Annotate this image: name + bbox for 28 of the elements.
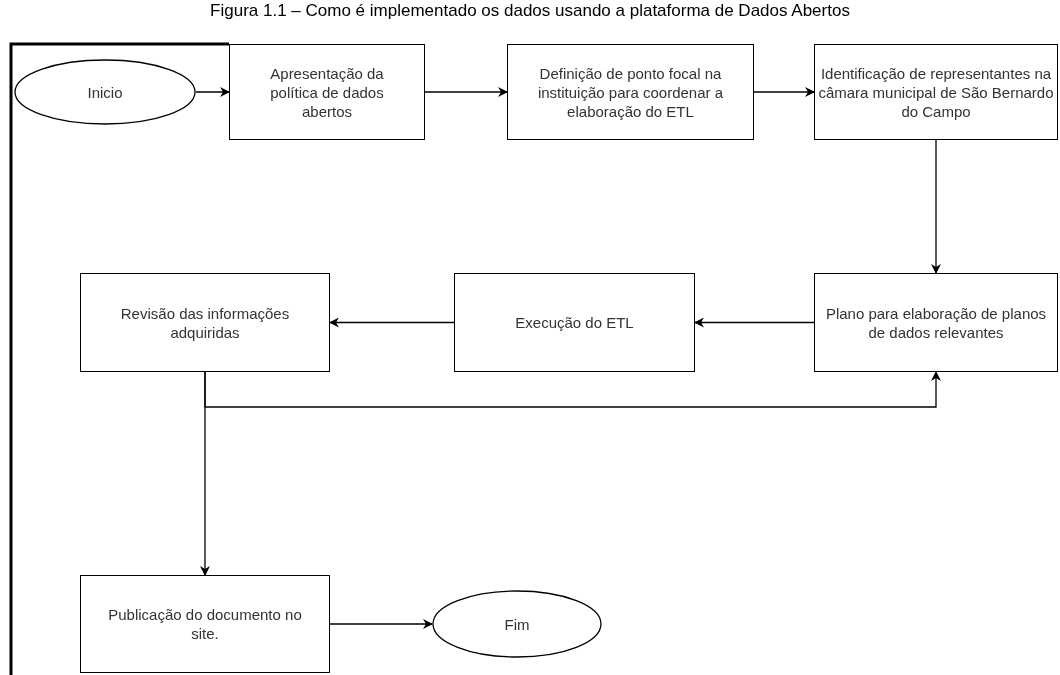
arrow (931, 139, 941, 274)
node-text: Execução do ETL (515, 313, 634, 332)
node-text: Publicação do documento no site. (107, 605, 303, 643)
process-box (507, 44, 754, 140)
node-text: Revisão das informações adquiridas (119, 303, 291, 342)
terminal-ellipse (432, 590, 602, 658)
process-box (454, 273, 695, 372)
arrow (200, 371, 210, 576)
process-box (80, 273, 330, 372)
arrow (329, 619, 433, 629)
node-text: Identificação de representantes na câmara municipal de São Bernardo do Campo (817, 63, 1055, 121)
arrow (329, 317, 455, 328)
process-box (814, 44, 1058, 140)
node-text: Fim (504, 614, 530, 634)
arrow (424, 87, 508, 97)
process-box (80, 575, 330, 673)
arrow (195, 87, 230, 97)
arrow (204, 371, 941, 408)
node-text: Apresentação da política de dados abertos (269, 63, 385, 121)
process-box (814, 273, 1058, 372)
node-text: Definição de ponto focal na instituição para coordenar a elaboração do ETL (536, 63, 725, 121)
terminal-ellipse (14, 59, 196, 125)
process-box (229, 44, 425, 140)
arrow (694, 317, 815, 328)
arrow (753, 87, 815, 97)
node-text: Plano para elaboração de planos de dados relevantes (824, 303, 1048, 342)
figure-title: Figura 1.1 – Como é implementado os dados usando a plataforma de Dados Abertos (209, 1, 851, 21)
node-text: Inicio (87, 82, 123, 102)
